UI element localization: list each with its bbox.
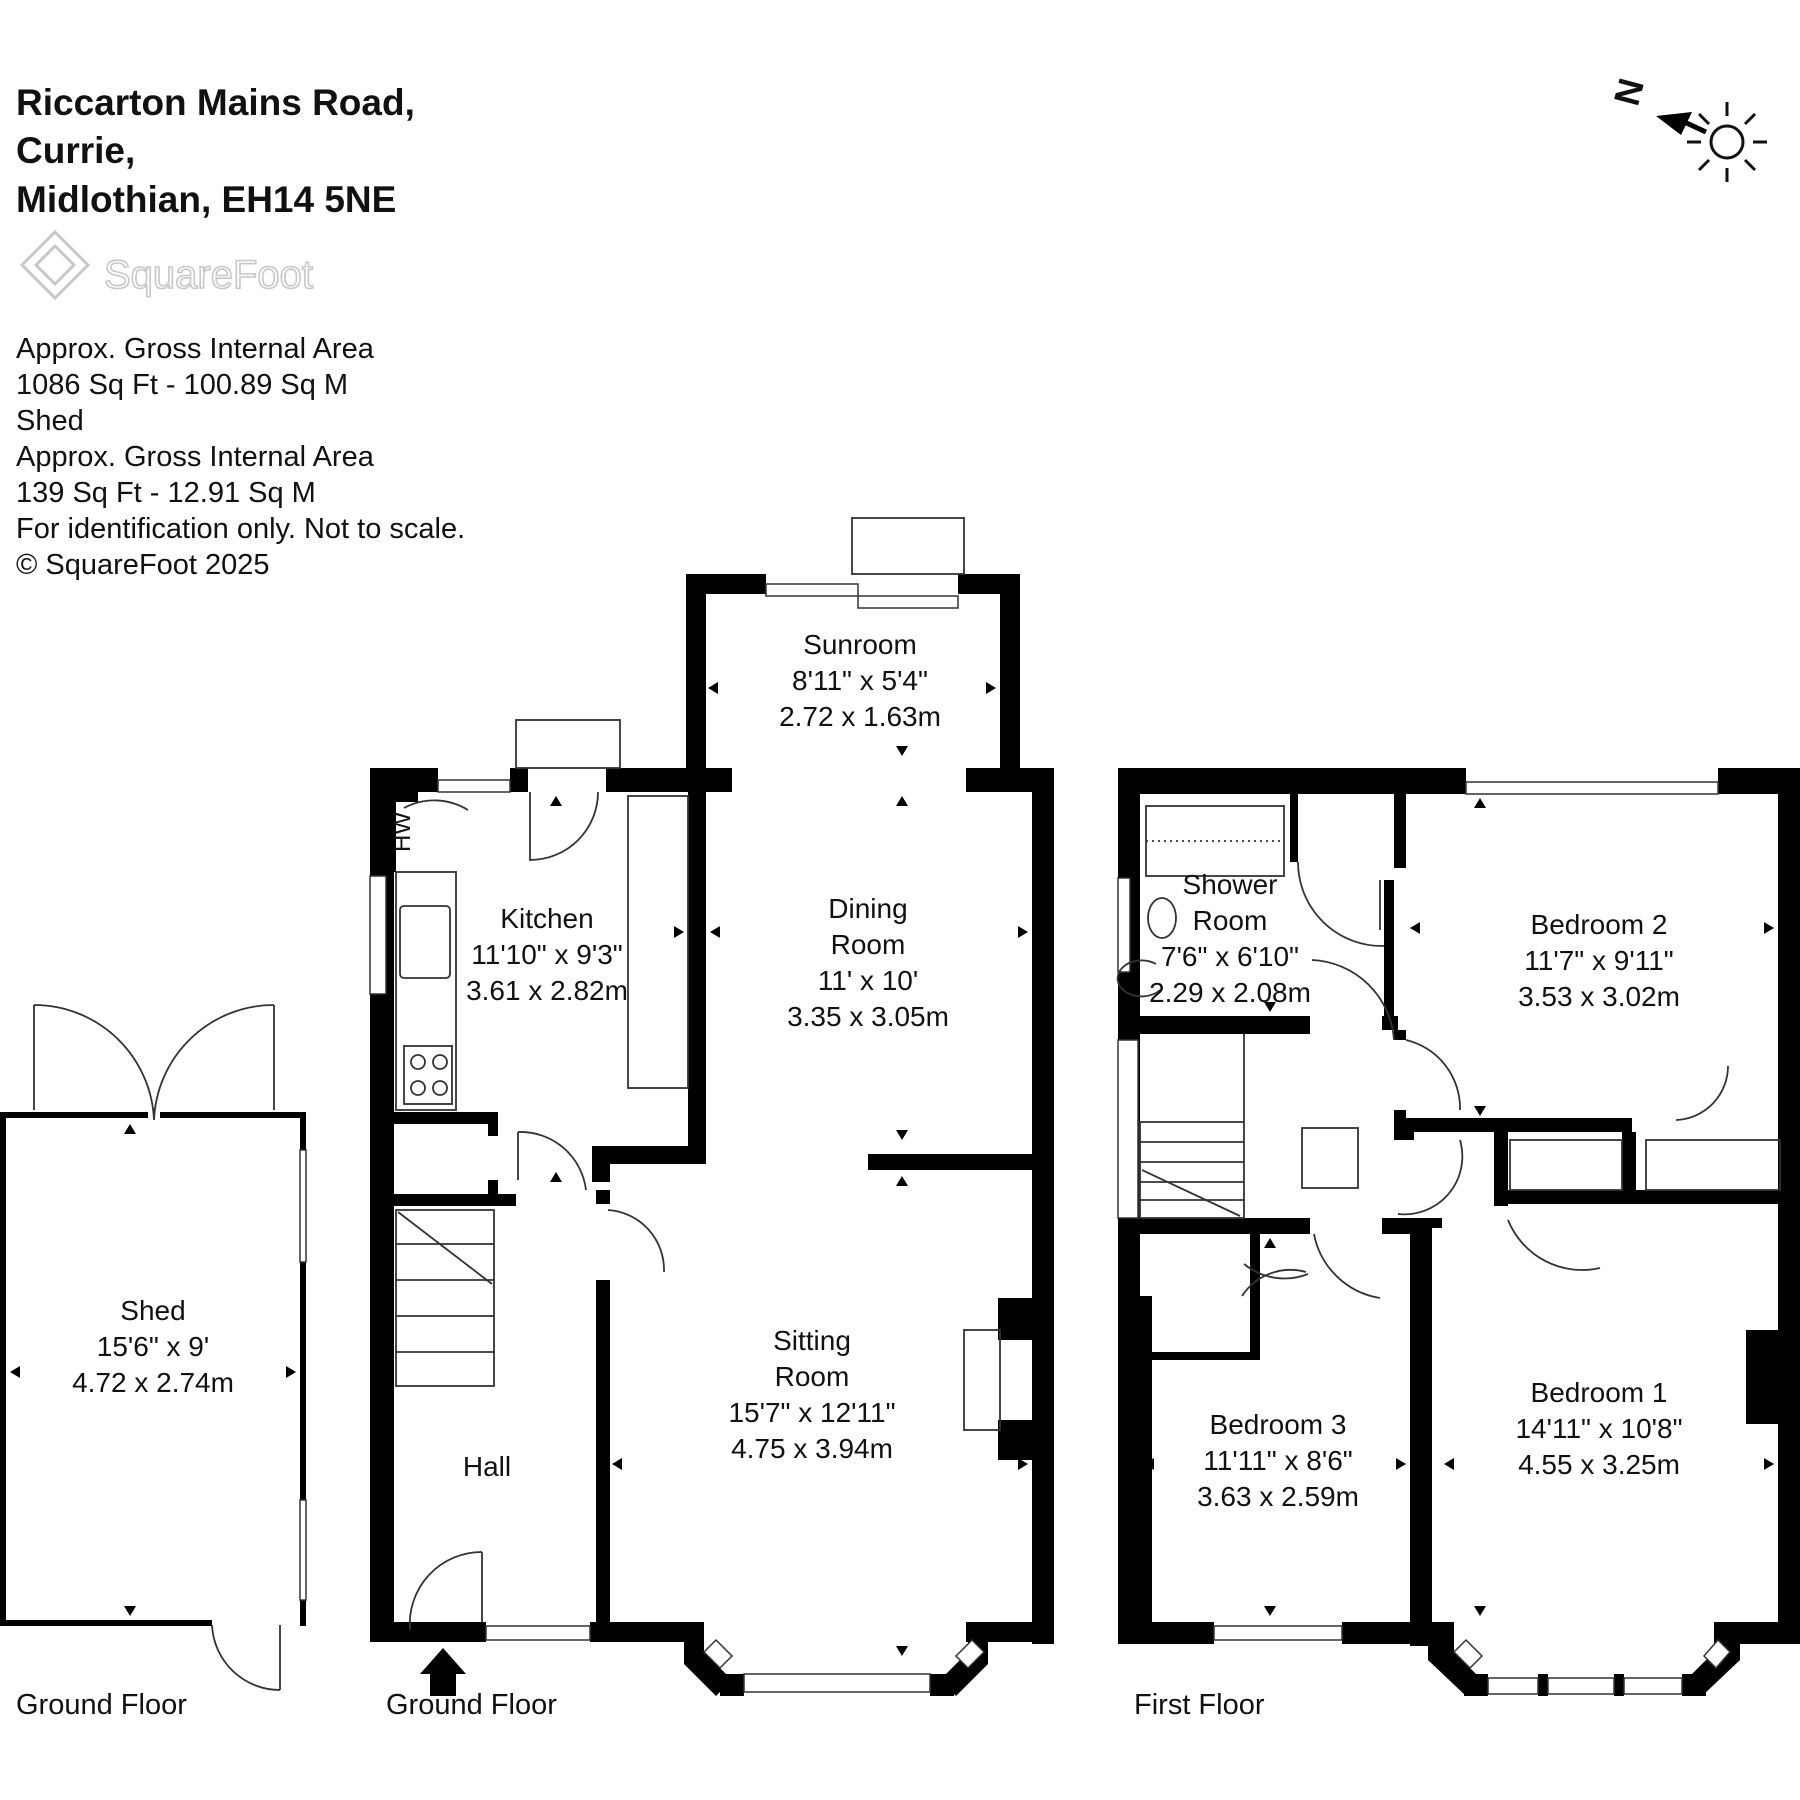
squarefoot-logo: SquareFoot [19, 229, 314, 301]
first-floor-doors [1241, 959, 1729, 1299]
bedroom-2-name: Bedroom 2 [1531, 909, 1668, 940]
ground-floor-steps [403, 517, 965, 1089]
area-line-5: 139 Sq Ft - 12.91 Sq M [16, 477, 316, 509]
shed-metric: 4.72 x 2.74m [72, 1367, 234, 1398]
kitchen-fittings [395, 871, 457, 1111]
ground-floor-stairs [395, 1209, 495, 1387]
north-letter: N [1606, 74, 1652, 110]
area-line-6: For identification only. Not to scale. [16, 513, 465, 545]
bedroom-1-metric: 4.55 x 3.25m [1518, 1449, 1680, 1480]
ground-floor-doors [408, 1131, 665, 1631]
ground-floor-label: Ground Floor [386, 1689, 557, 1721]
shed-plan [0, 1004, 307, 1691]
shed-imperial: 15'6" x 9' [97, 1331, 209, 1362]
ground-bay-window [702, 1638, 986, 1693]
squarefoot-logo-icon [19, 229, 91, 301]
room-label-kitchen: Kitchen 11'10" x 9'3" 3.61 x 2.82m [466, 903, 628, 1006]
shower-name-1: Shower [1183, 869, 1278, 900]
address-line-3: Midlothian, EH14 5NE [16, 179, 396, 220]
room-label-sunroom: Sunroom 8'11" x 5'4" 2.72 x 1.63m [779, 629, 941, 732]
dining-imperial: 11' x 10' [818, 965, 918, 996]
hot-water-cylinder-label: HW [389, 812, 416, 852]
shower-room-fittings [1116, 805, 1385, 998]
bedroom-2-wardrobe [1645, 1139, 1781, 1191]
sun-icon [1687, 102, 1767, 182]
bedroom-1-wardrobe [1509, 1139, 1623, 1191]
dining-name-2: Room [831, 929, 906, 960]
bedroom-1-imperial: 14'11" x 10'8" [1515, 1413, 1682, 1444]
bedroom-2-imperial: 11'7" x 9'11" [1524, 945, 1673, 976]
bedroom-3-imperial: 11'11" x 8'6" [1203, 1445, 1352, 1476]
hall-name: Hall [463, 1451, 511, 1482]
sunroom-name: Sunroom [803, 629, 917, 660]
area-line-2: 1086 Sq Ft - 100.89 Sq M [16, 369, 348, 401]
address-line-1: Riccarton Mains Road, [16, 82, 415, 123]
shed-windows [299, 1149, 307, 1601]
sitting-room-hearth [963, 1329, 1001, 1431]
area-line-4: Approx. Gross Internal Area [16, 441, 375, 473]
bedroom-2-metric: 3.53 x 3.02m [1518, 981, 1680, 1012]
ground-floor-plan [369, 517, 1054, 1696]
first-floor-walls [1118, 768, 1800, 1696]
kitchen-name: Kitchen [500, 903, 593, 934]
ground-floor-windows [369, 583, 959, 1641]
dimension-arrows [10, 682, 1774, 1656]
kitchen-metric: 3.61 x 2.82m [466, 975, 628, 1006]
ground-floor-walls [370, 574, 1054, 1696]
squarefoot-logo-text: SquareFoot [104, 253, 313, 297]
shed-floor-label: Ground Floor [16, 1689, 187, 1721]
bedroom-1-name: Bedroom 1 [1531, 1377, 1668, 1408]
first-floor-windows [1117, 781, 1732, 1695]
address-line-2: Currie, [16, 130, 135, 171]
room-label-shower: Shower Room 7'6" x 6'10" 2.29 x 2.08m [1149, 869, 1311, 1008]
first-floor-stairs [1139, 1034, 1359, 1219]
compass: N [1606, 74, 1767, 182]
room-label-bedroom-3: Bedroom 3 11'11" x 8'6" 3.63 x 2.59m [1197, 1409, 1359, 1512]
sunroom-imperial: 8'11" x 5'4" [792, 665, 928, 696]
shed-doors [33, 1004, 281, 1691]
first-floor-plan [1116, 768, 1800, 1696]
area-line-1: Approx. Gross Internal Area [16, 333, 375, 365]
area-line-7: © SquareFoot 2025 [16, 549, 270, 581]
kitchen-imperial: 11'10" x 9'3" [471, 939, 622, 970]
address-block: Riccarton Mains Road, Currie, Midlothian… [16, 82, 415, 220]
north-arrow-icon [1656, 112, 1708, 135]
entrance-arrow-icon [420, 1648, 466, 1696]
dining-metric: 3.35 x 3.05m [787, 1001, 949, 1032]
area-line-3: Shed [16, 405, 84, 437]
first-floor-label: First Floor [1134, 1689, 1265, 1721]
shower-metric: 2.29 x 2.08m [1149, 977, 1311, 1008]
sitting-metric: 4.75 x 3.94m [731, 1433, 893, 1464]
shower-name-2: Room [1193, 905, 1268, 936]
room-label-bedroom-2: Bedroom 2 11'7" x 9'11" 3.53 x 3.02m [1518, 909, 1680, 1012]
bedroom-3-name: Bedroom 3 [1210, 1409, 1347, 1440]
shower-imperial: 7'6" x 6'10" [1161, 941, 1299, 972]
dining-name-1: Dining [828, 893, 907, 924]
sunroom-metric: 2.72 x 1.63m [779, 701, 941, 732]
shed-walls [0, 1112, 306, 1626]
sitting-imperial: 15'7" x 12'11" [728, 1397, 895, 1428]
room-label-bedroom-1: Bedroom 1 14'11" x 10'8" 4.55 x 3.25m [1515, 1377, 1682, 1480]
sitting-name-1: Sitting [773, 1325, 851, 1356]
shed-name: Shed [120, 1295, 185, 1326]
room-label-dining: Dining Room 11' x 10' 3.35 x 3.05m [787, 893, 949, 1032]
area-info: Approx. Gross Internal Area 1086 Sq Ft -… [16, 333, 465, 581]
bedroom-3-metric: 3.63 x 2.59m [1197, 1481, 1359, 1512]
room-label-sitting: Sitting Room 15'7" x 12'11" 4.75 x 3.94m [728, 1325, 895, 1464]
room-label-shed: Shed 15'6" x 9' 4.72 x 2.74m [72, 1295, 234, 1398]
sitting-name-2: Room [775, 1361, 850, 1392]
